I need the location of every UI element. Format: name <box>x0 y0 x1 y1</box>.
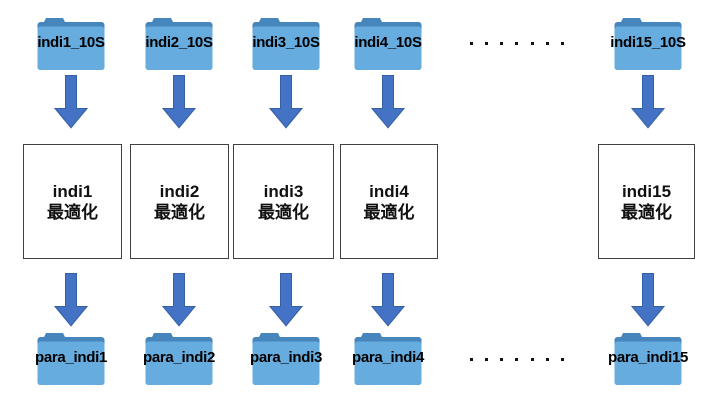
dot <box>470 357 473 361</box>
box-subtitle: 最適化 <box>363 202 415 222</box>
down-arrow-icon <box>162 273 196 327</box>
down-arrow-icon <box>631 273 665 327</box>
box-title: indi15 <box>621 181 672 201</box>
top-folder-icon <box>614 17 682 71</box>
dot <box>470 41 473 45</box>
optimization-box: indi4 最適化 <box>340 144 438 259</box>
bottom-folder-icon <box>614 332 682 386</box>
bottom-folder-icon <box>252 332 320 386</box>
bottom-folder-label: para_indi15 <box>607 349 689 366</box>
dot <box>560 357 564 361</box>
ellipsis-dots-top <box>470 41 564 45</box>
top-folder-icon <box>37 17 105 71</box>
top-folder-icon <box>354 17 422 71</box>
optimization-box: indi1 最適化 <box>23 144 122 259</box>
box-subtitle: 最適化 <box>258 202 309 222</box>
top-folder-label: indi4_10S <box>354 34 422 51</box>
dot <box>545 357 549 361</box>
down-arrow-icon <box>162 75 196 129</box>
down-arrow-icon <box>54 75 88 129</box>
ellipsis-dots-bottom <box>470 357 564 361</box>
bottom-folder-icon <box>145 332 213 386</box>
box-subtitle: 最適化 <box>47 202 98 222</box>
dot <box>500 357 504 361</box>
box-title: indi1 <box>52 181 93 201</box>
top-folder-label: indi15_10S <box>610 34 686 51</box>
bottom-folder-label: para_indi1 <box>34 349 108 366</box>
down-arrow-icon <box>631 75 665 129</box>
optimization-box: indi3 最適化 <box>233 144 334 259</box>
box-title: indi4 <box>369 181 409 201</box>
optimization-box: indi15 最適化 <box>598 144 695 259</box>
dot <box>485 357 489 361</box>
dot <box>545 41 549 45</box>
top-folder-label: indi2_10S <box>145 34 213 51</box>
box-title: indi3 <box>263 181 304 201</box>
dot <box>515 41 519 45</box>
bottom-folder-icon <box>37 332 105 386</box>
optimization-box: indi2 最適化 <box>130 144 229 259</box>
top-folder-icon <box>252 17 320 71</box>
dot <box>560 41 564 45</box>
dot <box>515 357 519 361</box>
dot <box>530 41 534 45</box>
box-subtitle: 最適化 <box>621 202 672 222</box>
box-title: indi2 <box>159 181 200 201</box>
dot <box>485 41 489 45</box>
top-folder-label: indi3_10S <box>252 34 320 51</box>
down-arrow-icon <box>371 75 405 129</box>
dot <box>530 357 534 361</box>
top-folder-icon <box>145 17 213 71</box>
box-subtitle: 最適化 <box>154 202 205 222</box>
bottom-folder-icon <box>354 332 422 386</box>
dot <box>500 41 504 45</box>
down-arrow-icon <box>54 273 88 327</box>
down-arrow-icon <box>269 273 303 327</box>
bottom-folder-label: para_indi3 <box>249 349 323 366</box>
down-arrow-icon <box>371 273 405 327</box>
down-arrow-icon <box>269 75 303 129</box>
top-folder-label: indi1_10S <box>37 34 105 51</box>
bottom-folder-label: para_indi4 <box>351 349 425 366</box>
bottom-folder-label: para_indi2 <box>142 349 216 366</box>
